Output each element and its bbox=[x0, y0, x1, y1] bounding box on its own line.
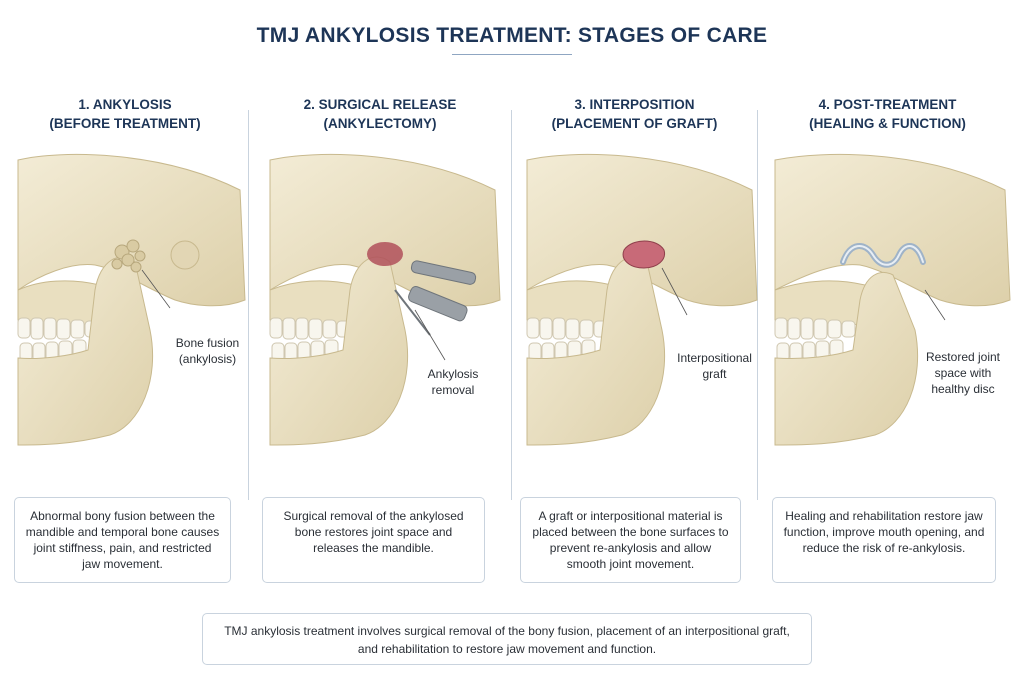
stage-heading: 4. POST-TREATMENT (HEALING & FUNCTION) bbox=[765, 95, 1010, 133]
summary-box: TMJ ankylosis treatment involves surgica… bbox=[202, 613, 812, 665]
stage-description: Healing and rehabilitation restore jaw f… bbox=[772, 497, 996, 583]
callout-leader bbox=[661, 267, 688, 316]
skull-illustration-interposition bbox=[526, 153, 758, 446]
stage-panel-ankylosis: 1. ANKYLOSIS (BEFORE TREATMENT) Bone bbox=[0, 95, 250, 595]
mandible bbox=[17, 256, 154, 446]
stage-description: Surgical removal of the ankylosed bone r… bbox=[262, 497, 485, 583]
callout-leader bbox=[924, 289, 946, 321]
stage-panel-interposition: 3. INTERPOSITION (PLACEMENT OF GRAFT) In… bbox=[512, 95, 762, 595]
stage-description: A graft or interpositional material is p… bbox=[520, 497, 741, 583]
stage-heading-line1: 2. SURGICAL RELEASE bbox=[303, 97, 457, 112]
stage-panel-post-treatment: 4. POST-TREATMENT (HEALING & FUNCTION) R… bbox=[765, 95, 1015, 595]
callout-leader bbox=[141, 269, 171, 309]
stage-heading-line2: (BEFORE TREATMENT) bbox=[49, 116, 201, 131]
bone-fusion-mass bbox=[111, 239, 146, 273]
callout-ankylosis-removal: Ankylosis removal bbox=[408, 366, 498, 398]
stage-heading: 1. ANKYLOSIS (BEFORE TREATMENT) bbox=[0, 95, 250, 133]
callout-interpositional-graft: Interpositional graft bbox=[667, 350, 762, 382]
summary-line2: and rehabilitation to restore jaw moveme… bbox=[357, 642, 657, 656]
callout-bone-fusion: Bone fusion (ankylosis) bbox=[165, 335, 250, 367]
callout-leader bbox=[414, 309, 446, 361]
stage-heading-line2: (PLACEMENT OF GRAFT) bbox=[551, 116, 718, 131]
callout-restored-joint: Restored joint space with healthy disc bbox=[913, 349, 1013, 397]
mandible bbox=[774, 271, 919, 446]
exposed-joint-tissue bbox=[367, 242, 403, 266]
upper-teeth bbox=[774, 317, 856, 340]
skull-illustration-surgical-release bbox=[269, 153, 501, 446]
callout-line1: Bone fusion bbox=[175, 336, 240, 350]
callout-line3: healthy disc bbox=[931, 382, 995, 396]
stage-heading-line2: (HEALING & FUNCTION) bbox=[809, 116, 966, 131]
panel-divider-1 bbox=[248, 110, 249, 500]
callout-line2: space with bbox=[934, 366, 992, 380]
mandible bbox=[269, 256, 409, 446]
interpositional-graft bbox=[622, 240, 666, 269]
stage-heading-line2: (ANKYLECTOMY) bbox=[323, 116, 437, 131]
callout-line2: removal bbox=[431, 383, 475, 397]
page-title: TMJ ANKYLOSIS TREATMENT: STAGES OF CARE bbox=[256, 24, 768, 47]
cranium bbox=[526, 153, 758, 307]
stage-heading-line1: 4. POST-TREATMENT bbox=[818, 97, 957, 112]
stage-description: Abnormal bony fusion between the mandibl… bbox=[14, 497, 231, 583]
stage-heading-line1: 3. INTERPOSITION bbox=[574, 97, 695, 112]
stage-heading-line1: 1. ANKYLOSIS bbox=[78, 97, 172, 112]
mandible bbox=[526, 256, 666, 446]
lower-teeth bbox=[271, 339, 339, 363]
cranium bbox=[774, 153, 1011, 307]
summary-line1: TMJ ankylosis treatment involves surgica… bbox=[224, 624, 790, 638]
skull-illustration-ankylosis bbox=[17, 153, 246, 446]
panel-divider-3 bbox=[757, 110, 758, 500]
surgical-instruments bbox=[394, 260, 477, 336]
callout-line1: Ankylosis bbox=[427, 367, 479, 381]
callout-line2: (ankylosis) bbox=[178, 352, 237, 366]
callout-line1: Restored joint bbox=[925, 350, 1001, 364]
lower-teeth bbox=[776, 339, 844, 363]
skull-illustration-post-treatment bbox=[774, 153, 1011, 446]
callout-line2: graft bbox=[702, 367, 727, 381]
stage-heading: 3. INTERPOSITION (PLACEMENT OF GRAFT) bbox=[512, 95, 757, 133]
panel-divider-2 bbox=[511, 110, 512, 500]
callout-line1: Interpositional bbox=[677, 351, 752, 365]
stage-panel-surgical-release: 2. SURGICAL RELEASE (ANKYLECTOMY) bbox=[255, 95, 505, 595]
stage-heading: 2. SURGICAL RELEASE (ANKYLECTOMY) bbox=[255, 95, 505, 133]
title-underline bbox=[452, 54, 572, 55]
